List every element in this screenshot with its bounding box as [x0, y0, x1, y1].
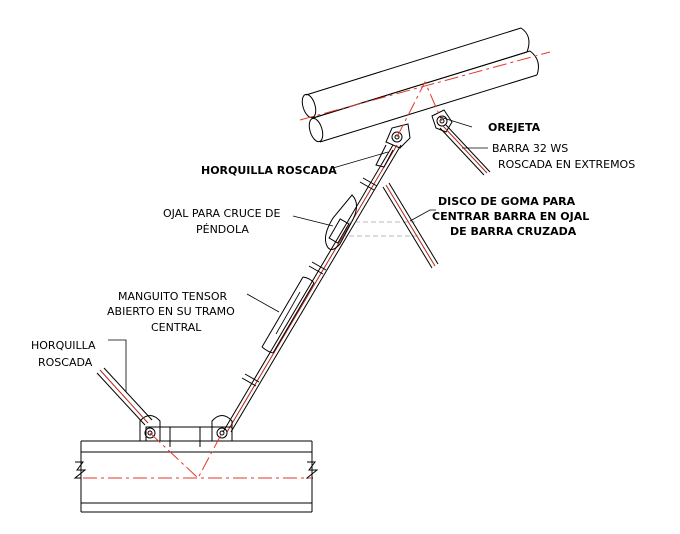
- label-ojal-1: OJAL PARA CRUCE DE: [163, 207, 281, 220]
- bottom-beam: [73, 440, 319, 513]
- turnbuckle: [261, 276, 315, 354]
- bottom-base-plate: [139, 415, 233, 479]
- main-rod: [222, 144, 402, 433]
- label-ojal-2: PÉNDOLA: [196, 223, 249, 236]
- top-lug-left: [385, 123, 411, 149]
- label-barra-2: ROSCADA EN EXTREMOS: [498, 158, 635, 171]
- label-manguito-1: MANGUITO TENSOR: [118, 290, 227, 303]
- crossing-bar: [382, 182, 439, 269]
- label-barra-1: BARRA 32 WS: [492, 142, 568, 155]
- label-disco-3: DE BARRA CRUZADA: [450, 225, 577, 238]
- top-lug-right: [431, 109, 453, 133]
- label-disco-2: CENTRAR BARRA EN OJAL: [432, 210, 589, 223]
- label-disco-1: DISCO DE GOMA PARA: [438, 195, 576, 208]
- label-orejeta: OREJETA: [488, 121, 541, 134]
- label-horquilla-bottom-1: HORQUILLA: [31, 339, 96, 352]
- right-rod: [439, 124, 491, 176]
- label-horquilla-bottom-2: ROSCADA: [38, 356, 93, 369]
- rod-ticks: [241, 177, 378, 387]
- label-manguito-2: ABIERTO EN SU TRAMO: [107, 305, 235, 318]
- top-clevis: [375, 144, 394, 168]
- label-manguito-3: CENTRAL: [151, 321, 202, 334]
- leader-lines: [108, 116, 488, 392]
- top-tube: [299, 27, 551, 143]
- left-bottom-rod: [96, 367, 153, 426]
- label-horquilla-top: HORQUILLA ROSCADA: [201, 164, 337, 177]
